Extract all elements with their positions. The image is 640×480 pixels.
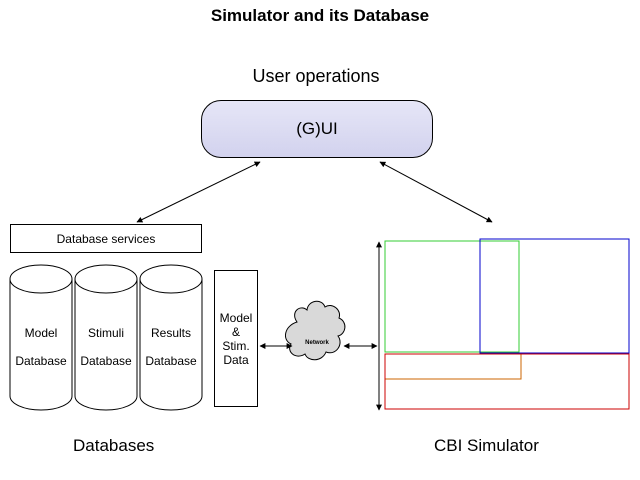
cylinder-results[interactable]: [139, 264, 203, 411]
cylinder-model[interactable]: [9, 264, 73, 411]
simulator-caption: CBI Simulator: [434, 436, 539, 455]
network-cloud: [285, 300, 346, 361]
db-model-name: Model: [24, 326, 58, 340]
msd-line1: Model: [219, 311, 253, 325]
sim-box-blue: [479, 238, 630, 354]
gui-label: (G)UI: [296, 119, 338, 138]
database-services-box[interactable]: Database services: [10, 224, 202, 253]
arrow-gui-simulator: [379, 161, 493, 223]
db-results-sub: Database: [145, 354, 197, 368]
sim-box-green: [384, 240, 520, 353]
user-operations-label: User operations: [252, 66, 380, 86]
db-model-sub: Database: [15, 354, 67, 368]
diagram-title: Simulator and its Database: [210, 6, 430, 25]
sim-box-orange: [384, 353, 522, 380]
db-stimuli-sub: Database: [80, 354, 132, 368]
cylinder-stimuli[interactable]: [74, 264, 138, 411]
model-stim-data-box[interactable]: Model & Stim. Data: [214, 270, 258, 407]
db-stimuli-name: Stimuli: [87, 326, 124, 340]
database-services-label: Database services: [56, 231, 156, 246]
msd-line3: Stim.: [222, 339, 250, 353]
network-label: Network: [305, 340, 329, 346]
db-results-name: Results: [150, 326, 191, 340]
gui-box[interactable]: (G)UI: [201, 100, 433, 158]
sim-box-red: [384, 353, 630, 410]
msd-line4: Data: [223, 353, 249, 367]
msd-line2: &: [231, 325, 240, 339]
databases-caption: Databases: [73, 436, 155, 455]
arrow-gui-dbservices: [136, 161, 261, 223]
